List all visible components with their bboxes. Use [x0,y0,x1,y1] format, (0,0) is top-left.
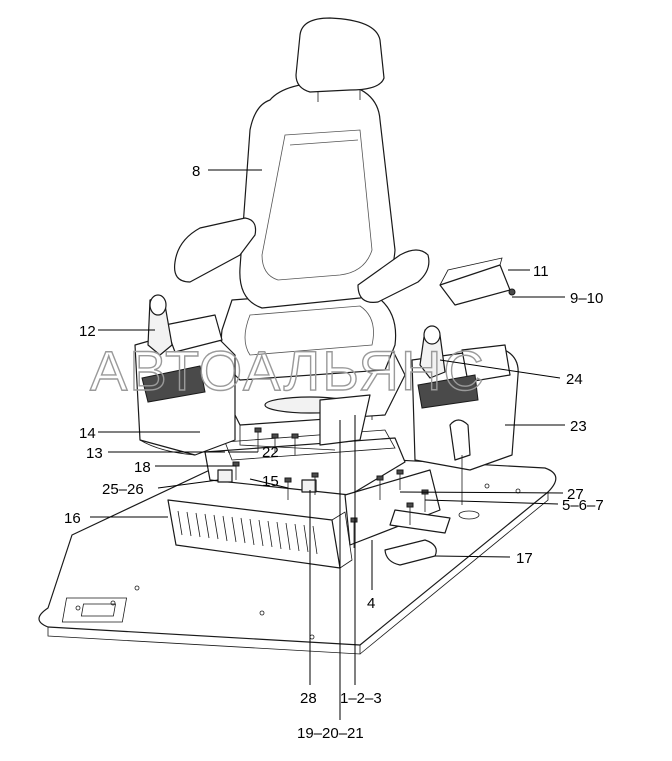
callout-25-26: 25–26 [102,481,144,498]
callout-1-2-3: 1–2–3 [340,690,382,707]
callout-19-20-21: 19–20–21 [297,725,364,742]
callout-16: 16 [64,510,81,527]
callout-28: 28 [300,690,317,707]
watermark-text: АВТОАЛЬЯНС [90,339,486,402]
seat-headrest [295,17,385,102]
callout-14: 14 [79,425,96,442]
callout-11: 11 [533,263,549,280]
callout-17: 17 [516,550,533,567]
seat-backrest [239,81,396,309]
callout-4: 4 [367,595,375,612]
callout-24: 24 [566,371,583,388]
callout-27: 27 [567,486,584,503]
callout-8: 8 [192,163,200,180]
callout-18: 18 [134,459,151,476]
left-armrest [173,217,257,283]
callout-12: 12 [79,323,96,340]
callout-22: 22 [262,444,279,461]
grille-panel [167,499,353,569]
left-control-console [134,294,236,456]
right-control-console [411,325,519,505]
callout-5-6-7: 5–6–7 [562,497,604,514]
callout-15: 15 [262,473,279,490]
leader-lines [90,169,565,720]
callout-13: 13 [86,445,103,462]
callout-23: 23 [570,418,587,435]
right-armrest [357,249,430,303]
fasteners [232,405,429,548]
bracket-11 [439,257,516,306]
callout-9-10: 9–10 [570,290,603,307]
